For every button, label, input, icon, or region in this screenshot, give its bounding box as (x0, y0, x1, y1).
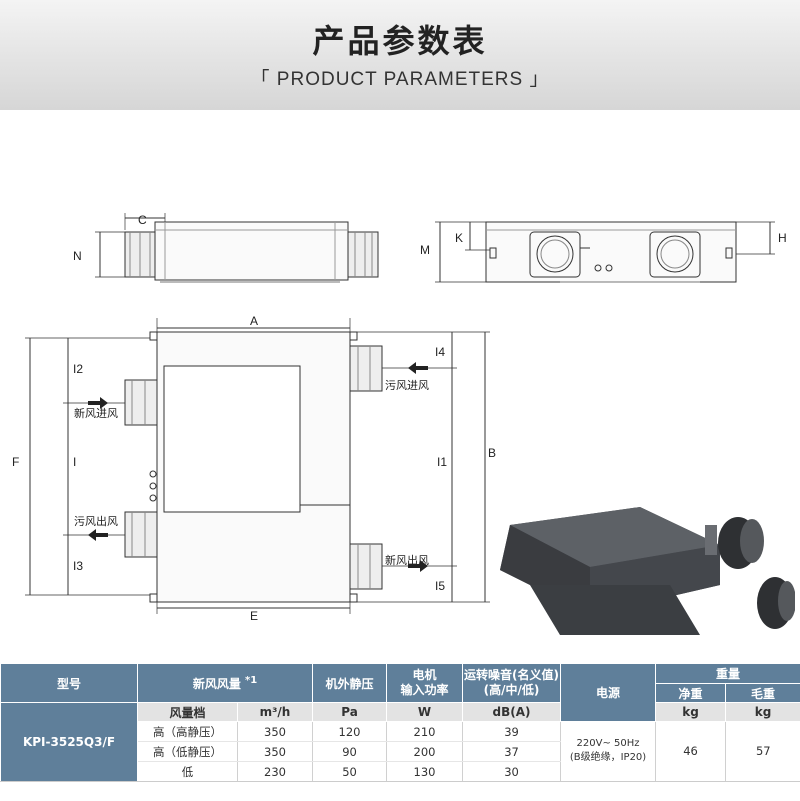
power-supply-line-2: (B级绝缘，IP20) (561, 751, 655, 765)
dim-label-i3: I3 (73, 559, 83, 573)
page-title: 产品参数表 (0, 16, 800, 62)
product-photo (490, 505, 795, 655)
dim-label-n: N (73, 249, 82, 263)
header-airflow-note: *1 (245, 675, 257, 686)
cell-net-weight: 46 (656, 722, 726, 782)
dim-label-a: A (250, 314, 258, 328)
dim-label-f: F (12, 455, 19, 469)
unit-airflow: m³/h (238, 703, 313, 722)
unit-gross: kg (726, 703, 800, 722)
cell-pressure: 50 (313, 762, 387, 782)
unit-speed: 风量档 (138, 703, 238, 722)
unit-power: W (387, 703, 463, 722)
label-fresh-in: 新风进风 (74, 406, 118, 420)
dim-label-i: I (73, 455, 76, 469)
cell-model: KPI-3525Q3/F (1, 703, 138, 782)
cell-power: 210 (387, 722, 463, 742)
bottom-strip (0, 781, 800, 801)
dim-label-i1: I1 (437, 455, 447, 469)
cell-airflow: 350 (238, 742, 313, 762)
header-static-pressure: 机外静压 (313, 664, 387, 703)
dim-label-h: H (778, 231, 787, 245)
cell-gross-weight: 57 (726, 722, 800, 782)
header-model: 型号 (1, 664, 138, 703)
cell-pressure: 120 (313, 722, 387, 742)
cell-speed: 低 (138, 762, 238, 782)
header-power-supply: 电源 (561, 664, 656, 722)
label-exhaust-in: 污风进风 (385, 379, 429, 392)
unit-pressure: Pa (313, 703, 387, 722)
dim-label-c: C (138, 213, 147, 227)
cell-noise: 37 (463, 742, 561, 762)
cell-pressure: 90 (313, 742, 387, 762)
cell-airflow: 230 (238, 762, 313, 782)
dim-label-i2: I2 (73, 362, 83, 376)
header-airflow: 新风风量 *1 (138, 664, 313, 703)
cell-noise: 30 (463, 762, 561, 782)
label-exhaust-out: 污风出风 (74, 514, 118, 528)
dim-label-m: M (420, 243, 430, 257)
header-net-weight: 净重 (656, 684, 726, 703)
dim-label-i5: I5 (435, 579, 445, 593)
cell-speed: 高（高静压） (138, 722, 238, 742)
cell-power: 200 (387, 742, 463, 762)
header-noise: 运转噪音(名义值) (高/中/低) (463, 664, 561, 703)
front-view (435, 222, 775, 282)
dim-label-k: K (455, 231, 463, 245)
cell-power: 130 (387, 762, 463, 782)
unit-net: kg (656, 703, 726, 722)
cell-noise: 39 (463, 722, 561, 742)
dim-label-e: E (250, 609, 258, 623)
header-banner: 产品参数表 「 PRODUCT PARAMETERS 」 (0, 0, 800, 110)
cell-airflow: 350 (238, 722, 313, 742)
header-weight: 重量 (656, 664, 800, 684)
header-motor-power: 电机 输入功率 (387, 664, 463, 703)
header-airflow-label: 新风风量 (193, 677, 241, 691)
cell-power-supply: 220V~ 50Hz (B级绝缘，IP20) (561, 722, 656, 782)
spec-table: 型号 新风风量 *1 机外静压 电机 输入功率 运转噪音(名义值) (高/中/低… (0, 663, 800, 782)
page-subtitle: 「 PRODUCT PARAMETERS 」 (0, 64, 800, 91)
cell-speed: 高（低静压） (138, 742, 238, 762)
dim-label-b: B (488, 446, 496, 460)
dim-label-i4: I4 (435, 345, 445, 359)
label-fresh-out: 新风出风 (385, 553, 429, 567)
unit-noise: dB(A) (463, 703, 561, 722)
header-gross-weight: 毛重 (726, 684, 800, 703)
power-supply-line-1: 220V~ 50Hz (561, 737, 655, 751)
